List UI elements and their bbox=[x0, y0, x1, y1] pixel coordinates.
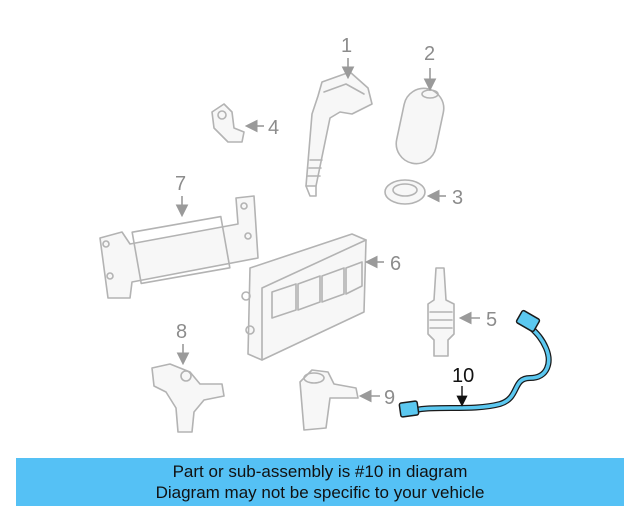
callout-7: 7 bbox=[175, 173, 186, 195]
callout-1: 1 bbox=[341, 35, 352, 57]
callout-9: 9 bbox=[384, 387, 395, 409]
callout-10: 10 bbox=[452, 365, 474, 387]
callout-2: 2 bbox=[424, 43, 435, 65]
crank-sensor-part bbox=[299, 369, 359, 431]
callout-8: 8 bbox=[176, 321, 187, 343]
callout-3: 3 bbox=[452, 187, 463, 209]
seal-ring-part bbox=[384, 179, 426, 205]
cam-sensor-part bbox=[151, 363, 225, 433]
ecu-module-part bbox=[241, 233, 367, 361]
callout-4: 4 bbox=[268, 117, 279, 139]
info-banner: Part or sub-assembly is #10 in diagram D… bbox=[16, 458, 624, 506]
banner-line-2: Diagram may not be specific to your vehi… bbox=[155, 483, 485, 502]
spark-plug-boot-part bbox=[395, 87, 445, 165]
small-sensor-part bbox=[211, 103, 245, 143]
spark-plug-part bbox=[427, 267, 455, 357]
banner-line-1: Part or sub-assembly is #10 in diagram bbox=[172, 462, 468, 481]
callout-5: 5 bbox=[486, 309, 497, 331]
knock-sensor-harness-part bbox=[398, 309, 552, 418]
ignition-coil-part bbox=[305, 71, 373, 197]
bracket-part bbox=[99, 195, 259, 299]
parts-diagram: 1 2 3 4 7 6 5 bbox=[99, 35, 552, 433]
callout-6: 6 bbox=[390, 253, 401, 275]
